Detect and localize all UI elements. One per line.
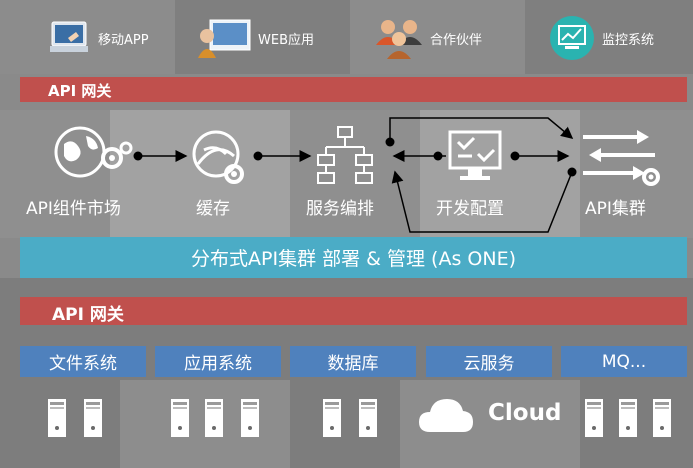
cache-to-orchestration-arrow: [253, 150, 312, 162]
service-orchestration-icon: [317, 126, 373, 184]
bg-tile: [110, 110, 290, 238]
server-icon: [359, 399, 377, 437]
top-app-partners: 合作伙伴: [374, 12, 482, 64]
top-app-mobile-label: 移动APP: [98, 32, 149, 48]
dev-config-icon: [448, 130, 502, 180]
orchestration-config-link: [392, 150, 446, 162]
distributed-cluster-bar: 分布式API集群 部署 & 管理 (As ONE): [20, 237, 687, 278]
api-gateway-bottom-bar: API 网关: [20, 297, 687, 325]
backend-file-system: 文件系统: [20, 346, 146, 377]
api-market-label: API组件市场: [26, 199, 121, 219]
dev-config-label: 开发配置: [436, 199, 504, 219]
partners-icon: [376, 20, 422, 59]
server-icon: [48, 399, 66, 437]
backend-cloud-service: 云服务: [426, 346, 552, 377]
web-app-icon: [198, 19, 251, 58]
monitor-system-icon: [550, 16, 594, 60]
mobile-app-icon: [50, 21, 88, 52]
api-gateway-top-bar: API 网关: [20, 77, 687, 102]
api-market-icon: [54, 126, 133, 178]
bg-tile: [0, 0, 175, 74]
cache-label: 缓存: [196, 199, 230, 219]
backend-mq: MQ...: [561, 346, 687, 377]
cluster-to-orchestration-bottom-arrow: [391, 167, 577, 233]
config-to-cluster-arrow: [510, 150, 570, 162]
backend-mq-label: MQ...: [601, 351, 647, 372]
api-gateway-top-label: API 网关: [48, 82, 112, 100]
market-to-cache-arrow: [133, 150, 188, 162]
bg-tile: [350, 0, 525, 74]
server-icon: [205, 399, 223, 437]
distributed-cluster-label: 分布式API集群 部署 & 管理 (As ONE): [191, 248, 516, 270]
top-app-web: WEB应用: [196, 12, 314, 64]
cache-icon: [192, 130, 244, 184]
server-icon: [171, 399, 189, 437]
top-app-monitor-label: 监控系统: [602, 32, 655, 48]
server-icon: [84, 399, 102, 437]
top-app-web-label: WEB应用: [258, 32, 314, 48]
backend-database-label: 数据库: [327, 354, 379, 374]
top-app-mobile: 移动APP: [46, 12, 149, 64]
api-gateway-bottom-label: API 网关: [52, 305, 124, 325]
cloud-label: Cloud: [488, 400, 562, 426]
backend-file-system-label: 文件系统: [49, 354, 117, 374]
backend-app-system-label: 应用系统: [184, 354, 252, 374]
top-app-partners-label: 合作伙伴: [430, 32, 483, 48]
api-cluster-label: API集群: [585, 199, 646, 219]
service-orchestration-label: 服务编排: [306, 199, 374, 219]
api-cluster-icon: [583, 130, 660, 186]
server-icon: [585, 399, 603, 437]
cloud-icon: [419, 399, 473, 432]
orchestration-to-cluster-top-arrow: [385, 117, 574, 147]
backend-app-system: 应用系统: [155, 346, 281, 377]
top-app-monitor: 监控系统: [548, 12, 654, 64]
backend-database: 数据库: [290, 346, 416, 377]
backend-cloud-service-label: 云服务: [463, 354, 515, 374]
server-icon: [241, 399, 259, 437]
server-icon: [323, 399, 341, 437]
server-icon: [653, 399, 671, 437]
server-icon: [619, 399, 637, 437]
